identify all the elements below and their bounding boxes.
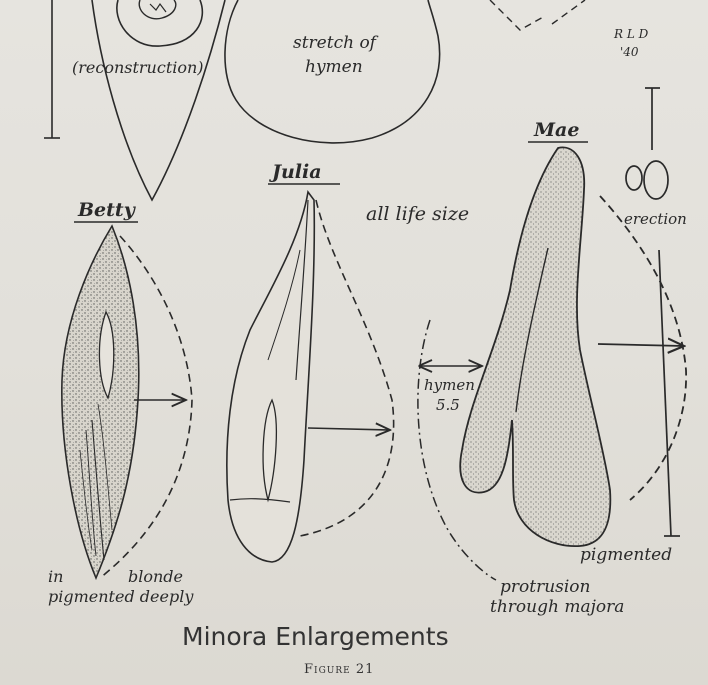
betty-note-pigmented: pigmented deeply <box>48 587 194 606</box>
protrusion-label-line1: protrusion <box>500 577 591 597</box>
figure-caption: Figure 21 <box>304 662 374 677</box>
scale-note: all life size <box>366 203 469 225</box>
betty-drawing <box>62 226 192 578</box>
mae-arrow <box>598 344 684 346</box>
julia-arrow <box>308 428 390 430</box>
top-right-partial-drawing <box>490 0 585 30</box>
specimen-name-betty: Betty <box>77 199 137 221</box>
figure-title: Minora Enlargements <box>182 622 449 651</box>
hymen-value: 5.5 <box>436 396 460 414</box>
initials-label: R L D <box>613 27 649 41</box>
reconstruction-inner-outline <box>117 0 203 46</box>
stretch-label-line1: stretch of <box>293 33 379 53</box>
year-label: '40 <box>620 45 639 59</box>
stretch-label-line2: hymen <box>305 57 363 77</box>
betty-note-in: in <box>48 567 63 586</box>
pigmented-label: pigmented <box>580 545 672 565</box>
protrusion-label-line2: through majora <box>490 597 624 617</box>
specimen-name-julia: Julia <box>269 161 322 183</box>
erection-drawing <box>626 161 668 199</box>
reconstruction-label: (reconstruction) <box>72 58 204 77</box>
hymen-label: hymen <box>424 376 475 394</box>
top-reconstruction-drawing <box>44 0 225 200</box>
julia-outline <box>227 192 314 562</box>
specimen-name-mae: Mae <box>533 119 579 141</box>
right-scale-bar <box>645 88 680 536</box>
mae-dashed-outline <box>600 196 686 500</box>
betty-note-blonde: blonde <box>128 567 183 586</box>
reconstruction-outline <box>92 0 225 200</box>
mae-outline <box>460 147 610 546</box>
julia-drawing <box>227 192 394 562</box>
erection-label: erection <box>624 210 687 228</box>
